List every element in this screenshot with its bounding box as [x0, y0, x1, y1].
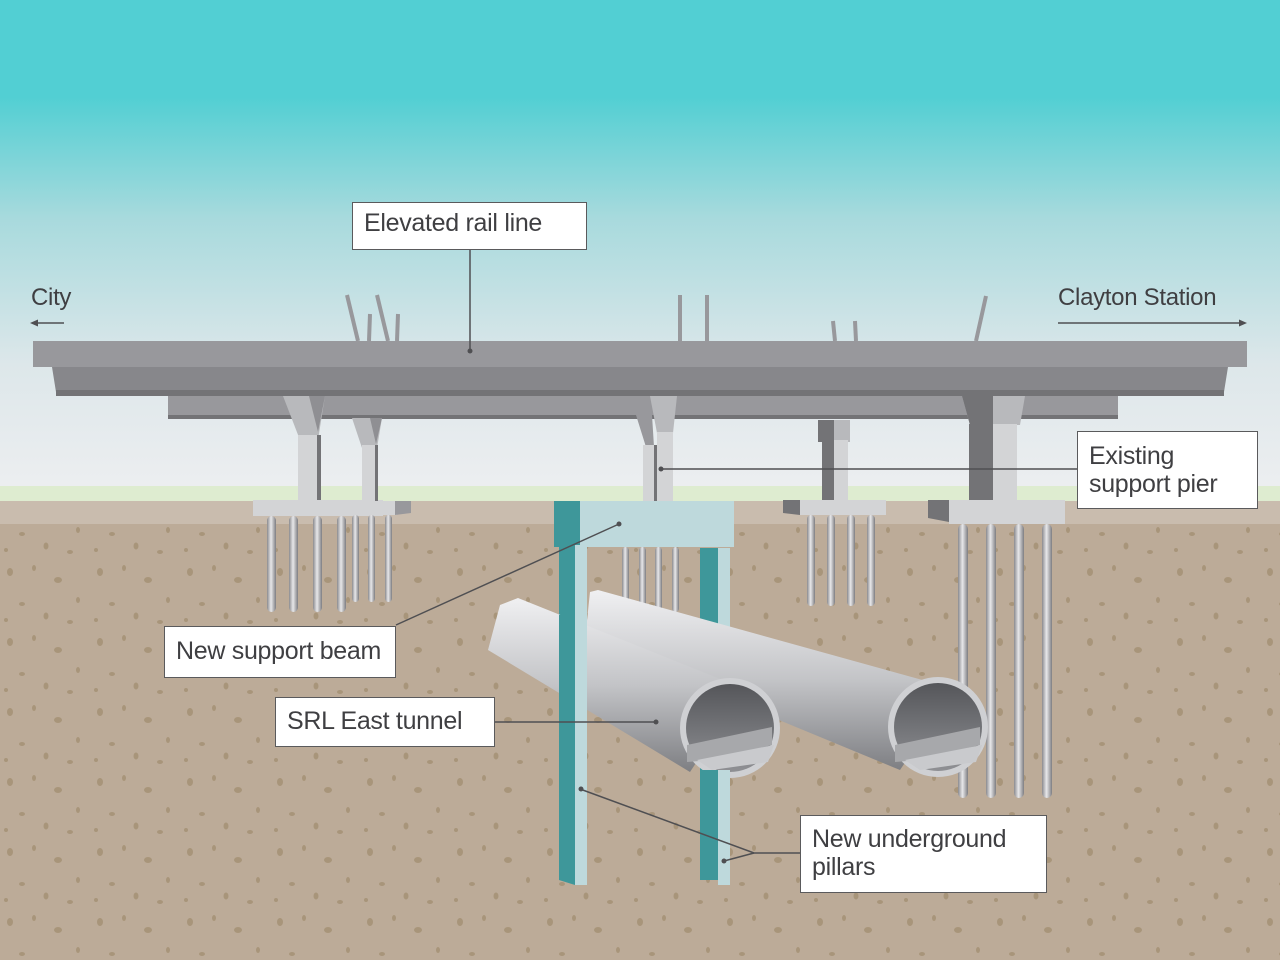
- foundation-pile: [267, 516, 276, 612]
- left-arrow-icon: [30, 319, 64, 327]
- foundation-pile: [385, 515, 392, 602]
- right-arrow-icon: [1058, 319, 1247, 327]
- existing-pier-3: [636, 396, 677, 502]
- callout-existing-support-pier-line-2: support pier: [1089, 470, 1218, 498]
- callout-new-underground-pillars: New underground pillars: [800, 815, 1047, 893]
- foundation-pile: [655, 547, 662, 612]
- direction-label-city: City: [31, 284, 72, 311]
- foundation-pile: [622, 547, 629, 612]
- elevated-rail-deck: [33, 341, 1247, 396]
- callout-srl-east-tunnel: SRL East tunnel: [275, 697, 495, 747]
- existing-pier-4: [783, 420, 886, 515]
- callout-existing-support-pier-line-1: Existing: [1089, 442, 1175, 470]
- pillar-foreground: [559, 615, 730, 885]
- foundation-pile: [1042, 524, 1052, 798]
- srl-east-tunnel-front: [488, 598, 780, 778]
- callout-elevated-rail-line: Elevated rail line: [352, 202, 587, 250]
- leader-dots: [467, 348, 727, 864]
- foundation-pile: [313, 516, 322, 612]
- direction-label-clayton-station: Clayton Station: [1058, 284, 1217, 311]
- callout-new-underground-pillars-line-2: pillars: [812, 853, 876, 881]
- callout-new-support-beam: New support beam: [164, 626, 396, 678]
- existing-pier-2: [352, 418, 411, 515]
- leader-new-support-beam: [395, 523, 620, 626]
- foundation-pile: [352, 515, 359, 602]
- foundation-pile: [1014, 524, 1024, 798]
- existing-pier-1: [253, 396, 383, 516]
- existing-pier-5: [928, 396, 1065, 524]
- foundation-pile: [827, 515, 835, 606]
- callout-new-underground-pillars-line-1: New underground: [812, 825, 1007, 853]
- foundation-pile: [337, 516, 346, 612]
- foundation-pile: [807, 515, 815, 606]
- foundation-pile: [639, 547, 646, 612]
- foundation-pile: [289, 516, 298, 612]
- overhead-poles: [345, 294, 988, 342]
- leader-lines: [395, 250, 1077, 862]
- foundation-pile: [986, 524, 996, 798]
- foundation-pile: [847, 515, 855, 606]
- foundation-pile: [368, 515, 375, 602]
- srl-east-tunnel-rear: [585, 590, 988, 777]
- new-support-beam: [554, 501, 734, 547]
- foundation-pile: [867, 515, 875, 606]
- callout-existing-support-pier: Existing support pier: [1077, 431, 1258, 509]
- foundation-pile: [672, 547, 679, 612]
- pile-group: [267, 515, 1052, 798]
